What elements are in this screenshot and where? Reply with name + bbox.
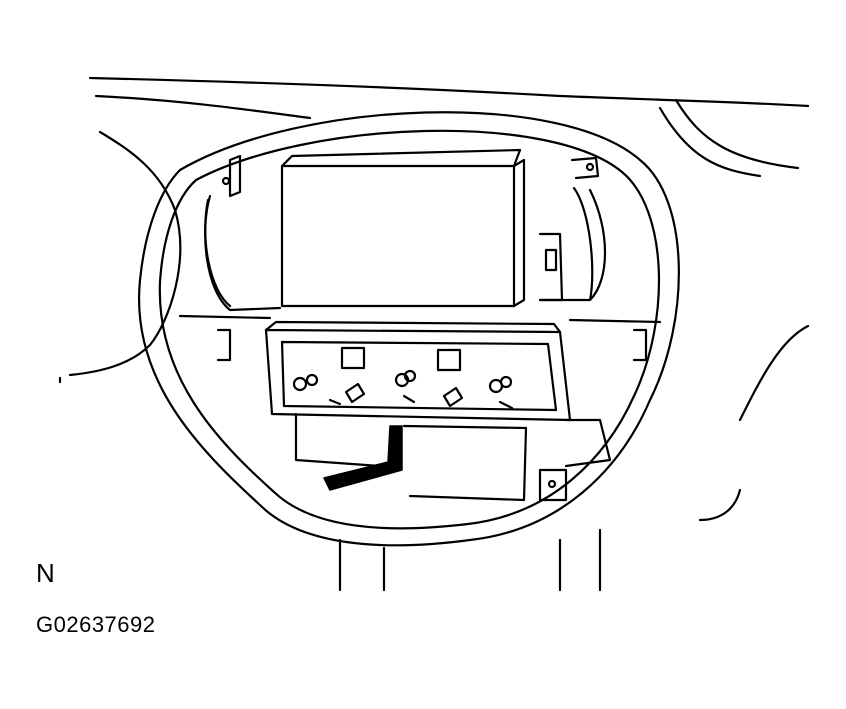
view-letter-label: N: [36, 558, 55, 588]
center-console-bezel: [137, 111, 680, 547]
side-vents: [204, 188, 648, 362]
lower-console: [294, 412, 612, 592]
removal-direction-arrow: [323, 425, 403, 491]
figure-id-label: G02637692: [36, 612, 156, 637]
control-panel: [264, 320, 572, 422]
dashboard-outline: [58, 76, 810, 522]
upper-unit: [178, 148, 662, 324]
